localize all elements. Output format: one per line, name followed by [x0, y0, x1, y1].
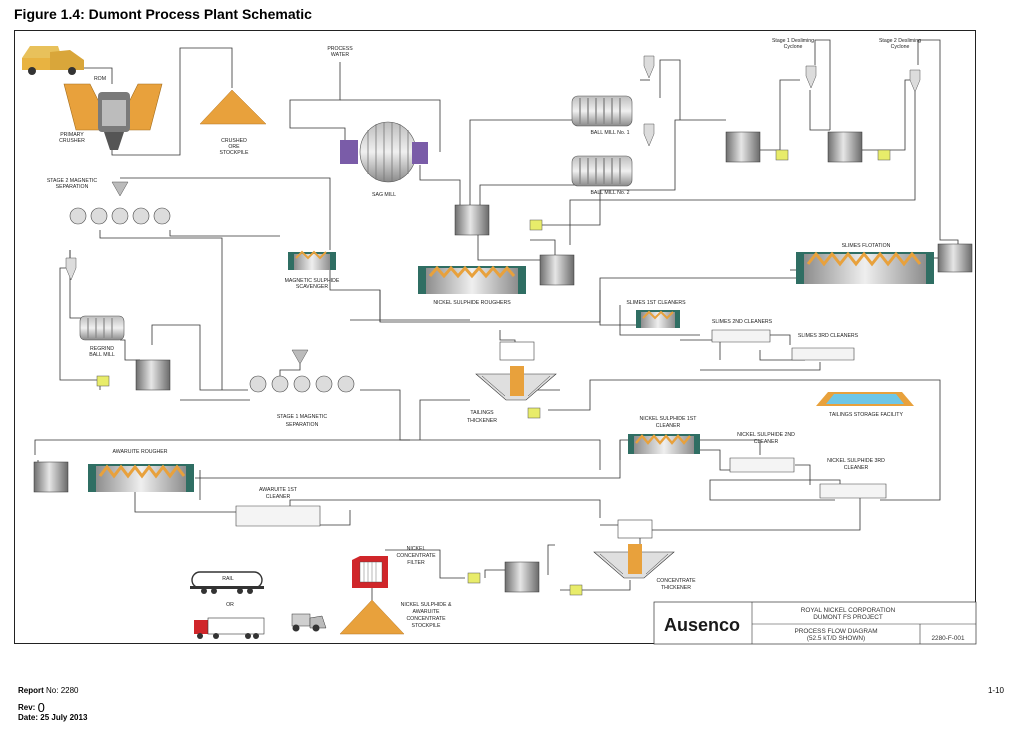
stage2-desliming-label-1: Stage 2 Desliming: [879, 38, 921, 44]
slimes-1st-cleaners-icon: [636, 310, 680, 328]
cyclone-icons: [65, 55, 921, 281]
sag-mill-icon: [340, 121, 428, 183]
title-line-2: DUMONT FS PROJECT: [813, 614, 883, 621]
footer-date: Date: 25 July 2013: [18, 713, 87, 722]
concentrate-stockpile-icon: [339, 599, 405, 635]
magnetic-sulphide-scavenger-icon: [288, 250, 336, 270]
stage1-desliming-label-1: Stage 1 Desliming: [772, 38, 814, 44]
mag-sulphide-scavenger-label-1: MAGNETIC SULPHIDE: [285, 278, 340, 284]
crushed-ore-stockpile-icon: [199, 89, 267, 125]
flow-lines: [34, 39, 959, 600]
crushed-ore-label-2: ORE: [228, 144, 240, 150]
awaruite-1st-cleaner-label-1: AWARUITE 1ST: [259, 487, 298, 493]
ball-mill-1-icon: [571, 95, 633, 127]
tailings-thickener-icon: [475, 341, 557, 401]
awaruite-rougher-label: AWARUITE ROUGHER: [113, 449, 168, 455]
slimes-1st-cleaners-label: SLIMES 1ST CLEANERS: [626, 300, 686, 306]
footer-report: Report No: 2280: [18, 686, 78, 695]
process-water-label-1: PROCESS: [327, 46, 353, 52]
slimes-flotation-icon: [796, 251, 934, 284]
rail-label: RAIL: [222, 576, 234, 582]
stage2-desliming-label-2: Cyclone: [891, 44, 910, 50]
date-label: Date:: [18, 713, 39, 722]
ball-mill-1-label: BALL MILL No. 1: [590, 130, 629, 136]
stage2-mag-sep-label-2: SEPARATION: [56, 184, 89, 190]
ball-mill-2-icon: [571, 155, 633, 187]
awaruite-1st-cleaner-label-2: CLEANER: [266, 494, 291, 500]
regrind-label-2: BALL MILL: [89, 352, 115, 358]
nickel-sulphide-roughers-icon: [418, 265, 526, 294]
pump-icons: [96, 149, 891, 596]
regrind-ball-mill-icon: [79, 315, 125, 341]
mag-sulphide-scavenger-label-2: SCAVENGER: [296, 284, 328, 290]
pump-box-tanks: [33, 131, 973, 593]
concentrate-thickener-icon: [593, 519, 675, 579]
diagram-frame: [14, 30, 976, 644]
ball-mill-2-label: BALL MILL No. 2: [590, 190, 629, 196]
primary-crusher-label-1: PRIMARY: [60, 132, 84, 138]
rev-label: Rev:: [18, 703, 36, 712]
concentrate-filter-label-3: FILTER: [407, 560, 425, 566]
tailings-storage-label: TAILINGS STORAGE FACILITY: [829, 412, 903, 418]
title-line-4: (52.5 kT/D SHOWN): [807, 635, 865, 642]
haul-truck-icon: [22, 46, 84, 75]
tailings-thickener-label-1: TAILINGS: [470, 410, 494, 416]
stage-2-magnetic-separator-icon: [69, 181, 171, 225]
ni-2nd-cleaner-label-2: CLEANER: [754, 439, 779, 445]
report-label: Report: [18, 686, 44, 695]
stage1-mag-sep-label-2: SEPARATION: [286, 422, 319, 428]
report-number: No: 2280: [46, 686, 79, 695]
concentrate-stockpile-label-4: STOCKPILE: [411, 623, 441, 629]
tailings-storage-facility-icon: [816, 392, 914, 406]
tailings-thickener-label-2: THICKENER: [467, 418, 497, 424]
concentrate-stockpile-label-2: AWARUITE: [413, 609, 441, 615]
primary-crusher-icon: [63, 83, 163, 150]
crushed-ore-label-3: STOCKPILE: [219, 150, 249, 156]
concentrate-thickener-label-1: CONCENTRATE: [656, 578, 696, 584]
rom-label: ROM: [94, 76, 106, 82]
title-line-3: PROCESS FLOW DIAGRAM: [794, 628, 877, 635]
loader-icon: [291, 613, 327, 632]
date-value: 25 July 2013: [40, 713, 88, 722]
nickel-sulphide-roughers-label: NICKEL SULPHIDE ROUGHERS: [433, 300, 511, 306]
regrind-label-1: REGRIND: [90, 346, 114, 352]
concentrate-stockpile-label-3: CONCENTRATE: [406, 616, 446, 622]
stage1-mag-sep-label-1: STAGE 1 MAGNETIC: [277, 414, 328, 420]
ni-1st-cleaner-label-1: NICKEL SULPHIDE 1ST: [640, 416, 698, 422]
stage2-mag-sep-label-1: STAGE 2 MAGNETIC: [47, 178, 98, 184]
nickel-sulphide-1st-cleaner-icon: [628, 434, 700, 454]
figure-title: Figure 1.4: Dumont Process Plant Schemat…: [14, 6, 312, 22]
process-water-label-2: WATER: [331, 52, 349, 58]
stage-1-magnetic-separator-icon: [249, 349, 355, 393]
concentrate-filter-label-1: NICKEL: [407, 546, 426, 552]
rev-value: 0: [37, 700, 45, 715]
title-block: Ausenco ROYAL NICKEL CORPORATION DUMONT …: [653, 601, 977, 645]
concentrate-stockpile-label-1: NICKEL SULPHIDE &: [401, 602, 452, 608]
ni-2nd-cleaner-label-1: NICKEL SULPHIDE 2ND: [737, 432, 795, 438]
rail-car-icon: [190, 571, 264, 594]
slimes-flotation-label: SLIMES FLOTATION: [842, 243, 891, 249]
slimes-3rd-cleaners-label: SLIMES 3RD CLEANERS: [798, 333, 859, 339]
truck-icon: [194, 617, 265, 639]
footer-rev: Rev: 0: [18, 698, 45, 715]
drawing-number: 2280-F-001: [931, 635, 964, 642]
awaruite-rougher-icon: [88, 464, 194, 492]
stage1-desliming-label-2: Cyclone: [784, 44, 803, 50]
ni-3rd-cleaner-label-1: NICKEL SULPHIDE 3RD: [827, 458, 885, 464]
title-line-1: ROYAL NICKEL CORPORATION: [801, 607, 896, 614]
ni-3rd-cleaner-label-2: CLEANER: [844, 465, 869, 471]
ni-1st-cleaner-label-2: CLEANER: [656, 423, 681, 429]
primary-crusher-label-2: CRUSHER: [59, 138, 85, 144]
concentrate-thickener-label-2: THICKENER: [661, 585, 691, 591]
concentrate-filter-label-2: CONCENTRATE: [396, 553, 436, 559]
crushed-ore-label-1: CRUSHED: [221, 138, 247, 144]
column-cleaner-icons: [235, 329, 887, 527]
page-number: 1-10: [987, 686, 1004, 695]
nickel-concentrate-filter-icon: [352, 556, 388, 588]
slimes-2nd-cleaners-label: SLIMES 2ND CLEANERS: [712, 319, 773, 325]
sag-mill-label: SAG MILL: [372, 192, 396, 198]
or-label: OR: [226, 602, 234, 608]
ausenco-logo: Ausenco: [664, 615, 740, 635]
